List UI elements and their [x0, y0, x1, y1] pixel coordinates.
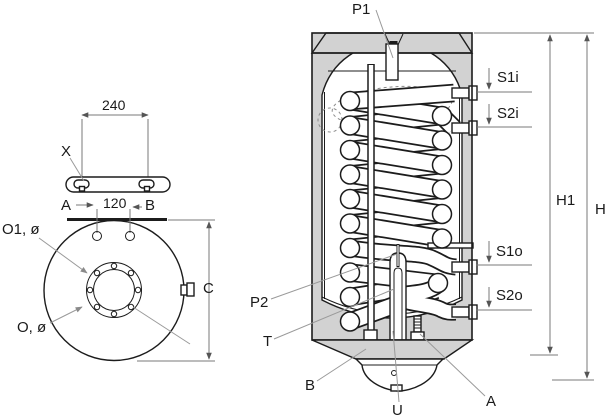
s2i-fitting	[451, 120, 478, 136]
bracket-slot-right	[138, 179, 155, 192]
s1o-label: S1o	[496, 243, 523, 260]
s1i-label: S1i	[497, 69, 519, 86]
b-leader-line	[316, 348, 367, 382]
s2i-label: S2i	[497, 105, 519, 122]
p1-leader-line	[375, 9, 394, 59]
port-a-hole	[92, 231, 102, 241]
bottom-skirt	[311, 339, 475, 360]
s2o-fitting	[451, 304, 478, 320]
o-label: O, ø	[17, 319, 46, 336]
bracket-slot-left	[73, 179, 90, 192]
wall-bracket-view	[65, 112, 171, 193]
tank-bottom-view	[38, 202, 215, 362]
s1i-fitting	[451, 85, 478, 101]
flange	[86, 262, 142, 318]
c-label: C	[203, 280, 214, 297]
o1-leader-continuation	[132, 306, 191, 345]
u-label: U	[392, 402, 403, 419]
s2o-label: S2o	[496, 287, 523, 304]
o1-label: O1, ø	[2, 221, 40, 238]
bottom-cap	[354, 358, 445, 392]
a-top-label: A	[61, 197, 71, 214]
u-leader-line	[392, 330, 400, 403]
x-label: X	[61, 143, 71, 160]
b-bottom-label: B	[305, 377, 315, 394]
t-leader-line	[273, 288, 395, 340]
side-connection-fitting	[180, 282, 195, 297]
h-label: H	[595, 201, 606, 218]
p1-sensor-pocket	[385, 43, 399, 81]
p2-label: P2	[250, 294, 268, 311]
p2-leader-line	[270, 253, 398, 300]
dim-120-label: 120	[103, 195, 127, 211]
p1-label: P1	[352, 1, 370, 18]
dim-240-label: 240	[102, 97, 126, 113]
t-label: T	[263, 333, 272, 350]
tank-outline-circle	[43, 219, 185, 362]
a-leader-line	[419, 333, 486, 397]
h1-label: H1	[556, 192, 575, 209]
b-top-label: B	[145, 197, 155, 214]
tank-cross-section-view	[270, 9, 594, 403]
a-bottom-label: A	[486, 393, 496, 410]
o1-leader-line	[38, 237, 88, 274]
s1o-fitting	[451, 259, 478, 275]
o-leader-line	[49, 306, 83, 324]
x-leader-line	[69, 157, 85, 182]
sensor-pocket-tube	[389, 244, 407, 352]
port-b-hole	[125, 231, 135, 241]
